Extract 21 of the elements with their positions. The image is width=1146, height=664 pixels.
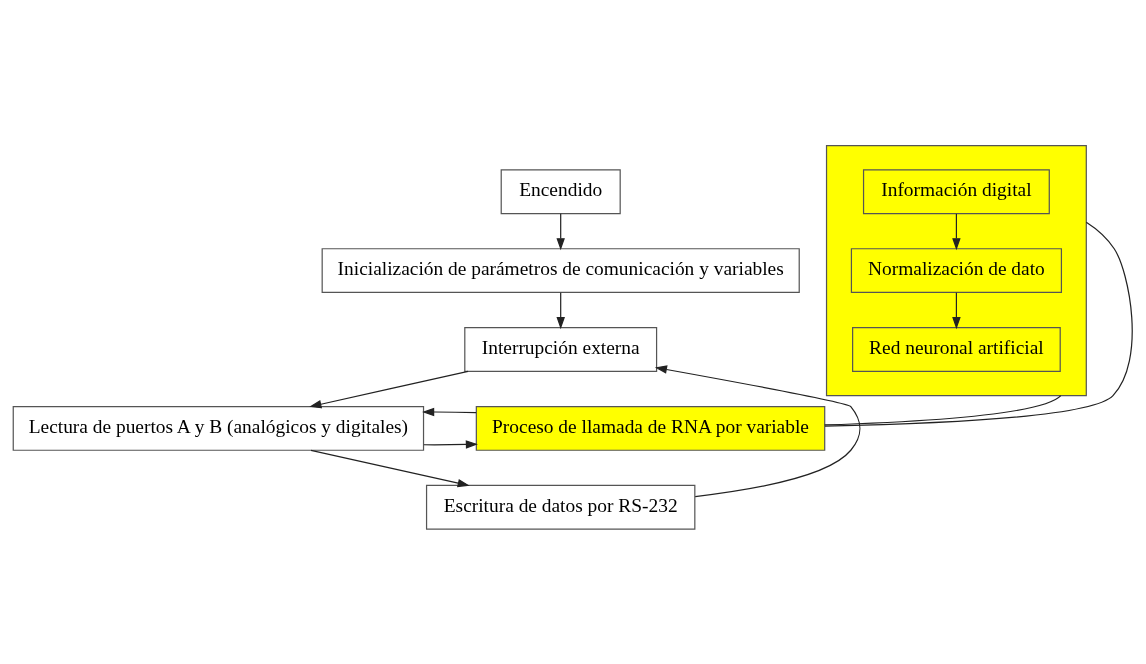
node-box: Red neuronal artificial [852,326,1061,372]
cluster [825,144,1087,396]
arrow [654,364,861,497]
connector [824,394,1062,426]
node-box: Información digital [862,168,1050,214]
arrow [310,449,470,487]
node-box: Normalización de dato [850,247,1062,293]
connector [824,221,1133,427]
node-box: Encendido [500,168,621,214]
node-box: Lectura de puertos A y B (analógicos y digitales) [12,405,425,451]
arrow [423,439,478,449]
arrow [952,212,961,250]
arrow [952,291,961,329]
node-box: Escritura de datos por RS-232 [425,484,696,530]
arrow [556,291,565,329]
node-box: Proceso de llamada de RNA por variable [475,405,826,451]
arrow [556,212,565,250]
node-box: Inicialización de parámetros de comunicación y variables [321,247,800,293]
arrow [309,370,469,408]
arrow [422,407,477,416]
node-box: Interrupción externa [464,326,658,372]
